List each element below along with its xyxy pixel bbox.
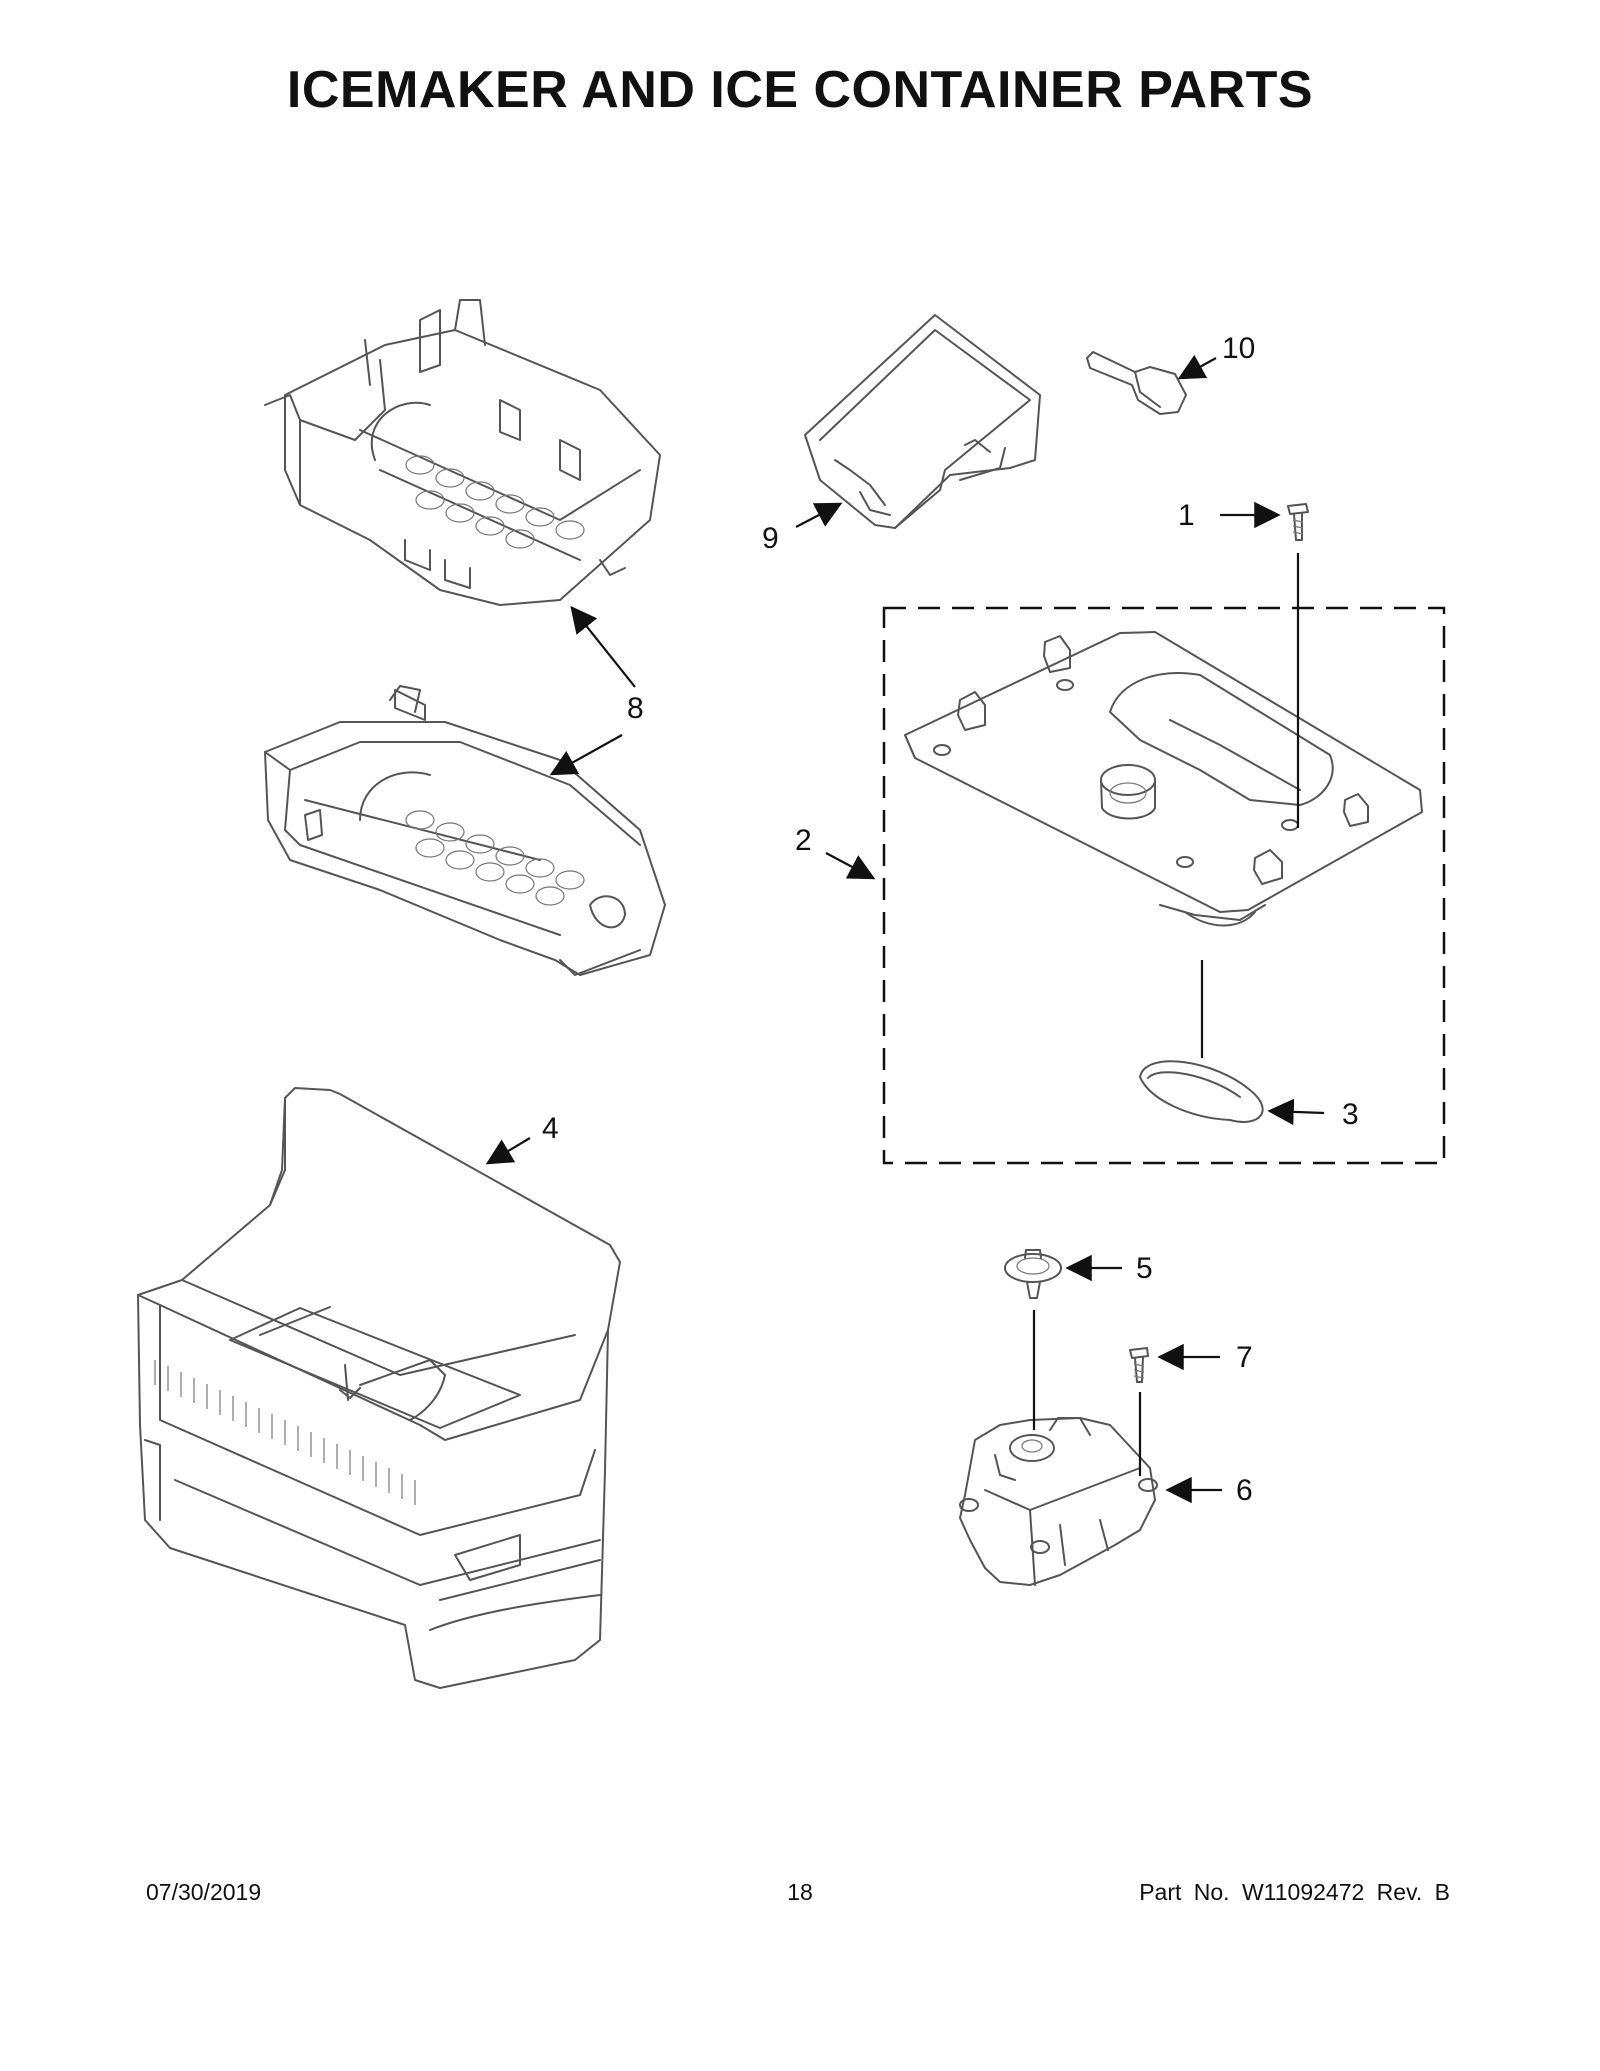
dispenser-housing — [904, 631, 1423, 927]
footer-page-number: 18 — [787, 1879, 813, 1905]
callout-7: 7 — [1236, 1341, 1253, 1374]
callout-10: 10 — [1222, 332, 1255, 365]
screw-part-1 — [1287, 503, 1309, 541]
icemaker-upper — [264, 299, 661, 606]
footer-date: 07/30/2019 — [146, 1879, 262, 1905]
callout-4: 4 — [542, 1112, 559, 1145]
icemaker-lower — [264, 685, 666, 976]
callout-9: 9 — [762, 522, 779, 555]
page-title: ICEMAKER AND ICE CONTAINER PARTS — [286, 61, 1314, 119]
footer-part-number: Part No. W11092472 Rev. B — [1139, 1879, 1450, 1905]
ice-tray — [804, 314, 1041, 529]
motor-part-6 — [959, 1417, 1158, 1586]
ring-part-3 — [1139, 1060, 1264, 1123]
ice-scoop — [1086, 351, 1187, 415]
knob-part-5 — [1004, 1249, 1062, 1299]
callout-6: 6 — [1236, 1474, 1253, 1507]
callout-1: 1 — [1178, 499, 1195, 532]
callout-3: 3 — [1342, 1098, 1359, 1131]
callout-5: 5 — [1136, 1252, 1153, 1285]
callout-2: 2 — [795, 824, 812, 857]
leader-lines — [485, 354, 1325, 1504]
callout-8: 8 — [627, 692, 644, 725]
ice-bin — [137, 1087, 621, 1689]
assembly-dashed-box — [882, 606, 1446, 1165]
screw-part-7 — [1129, 1347, 1149, 1383]
